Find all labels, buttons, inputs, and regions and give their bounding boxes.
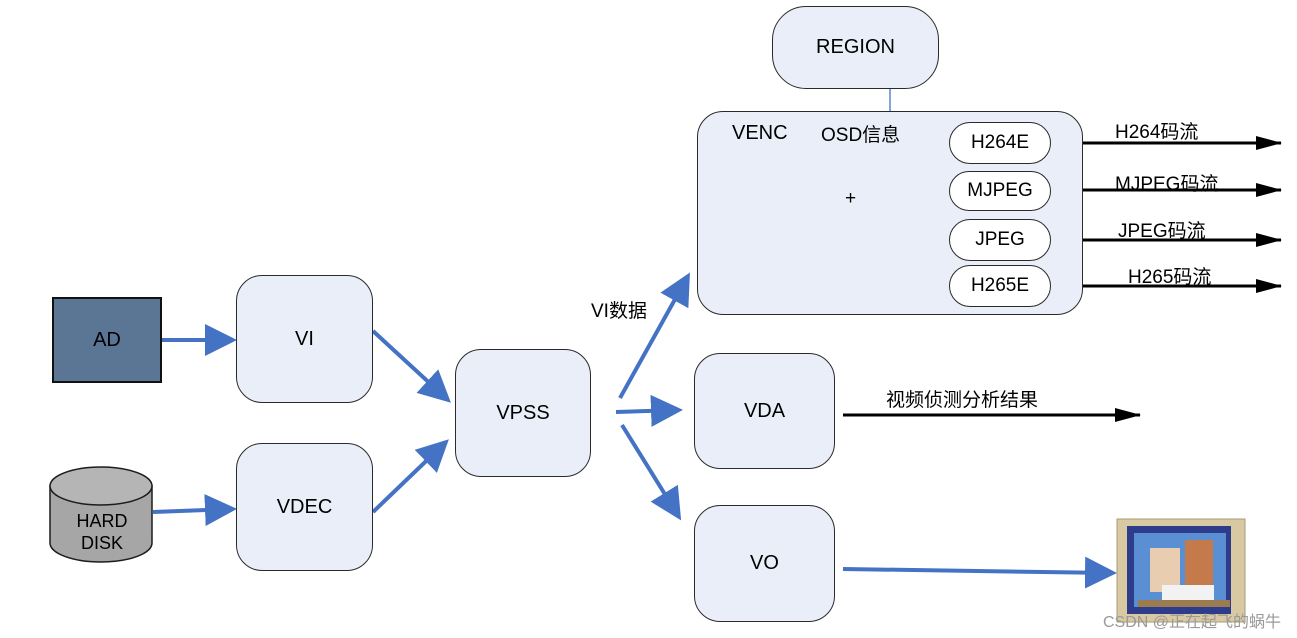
arrow-vdec-to-vpss [371,439,449,514]
arrow-vpss-to-venc [618,272,690,399]
monitor-icon [1116,518,1246,623]
hard-disk-label: HARD DISK [76,511,128,553]
arrow-vpss-to-vo [620,423,682,521]
h264e-node: H264E [949,122,1051,164]
hard-disk-icon [49,466,153,563]
plus-label: + [845,188,857,209]
jpeg-label: JPEG [975,229,1025,250]
arrow-disk-to-vdec [152,494,237,527]
watermark: CSDN @正在起飞的蜗牛 [1102,614,1281,631]
h264e-label: H264E [970,132,1030,153]
region-label: REGION [816,36,895,58]
jpeg-node: JPEG [949,219,1051,261]
mjpeg-label: MJPEG [967,180,1033,201]
ad-label: AD [93,328,121,351]
vdec-node: VDEC [236,443,373,571]
region-node: REGION [772,6,939,89]
ad-node: AD [52,297,162,383]
vi-label: VI [295,327,314,350]
vda-node: VDA [694,353,835,469]
vda-result-label: 视频侦测分析结果 [886,390,1039,411]
vo-node: VO [694,505,835,622]
mjpeg-node: MJPEG [949,171,1051,211]
arrow-vi-to-vpss [371,329,451,403]
jpeg-stream-label: JPEG码流 [1118,221,1206,242]
vpss-label: VPSS [496,401,550,424]
vo-label: VO [750,552,779,574]
h265-stream-label: H265码流 [1128,267,1212,288]
h264-stream-label: H264码流 [1115,122,1199,143]
vda-label: VDA [743,399,786,422]
h265e-node: H265E [949,265,1051,307]
osd-label: OSD信息 [821,125,901,146]
arrow-vo-to-monitor [842,556,1117,589]
mjpeg-stream-label: MJPEG码流 [1115,174,1219,195]
vdec-label: VDEC [276,495,333,518]
vi-node: VI [236,275,373,403]
venc-label: VENC [732,122,788,144]
vi-data-label: VI数据 [591,301,647,322]
h265e-label: H265E [970,275,1030,296]
arrow-vpss-to-vda [615,394,683,427]
vpss-node: VPSS [455,349,591,477]
